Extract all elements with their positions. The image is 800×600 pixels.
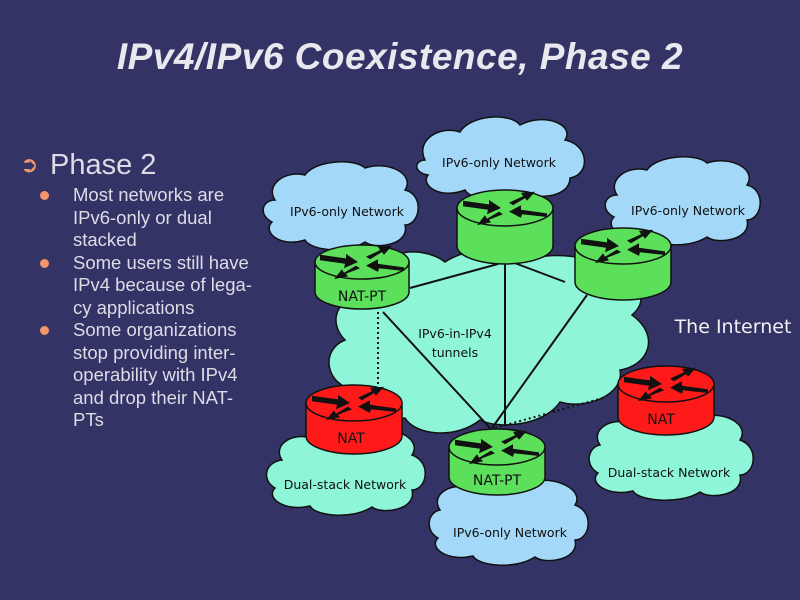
bullet-line: and drop their NAT- [73, 386, 234, 408]
cloud-dualstack-right: Dual-stack Network [588, 410, 754, 501]
cloud-ipv6-left: IPv6-only Network [262, 161, 419, 251]
router-nat-left: NAT [305, 384, 403, 455]
cloud-label: IPv6-only Network [631, 203, 746, 218]
bullet-line: cy applications [73, 296, 195, 318]
cloud-ipv6-top: IPv6-only Network [416, 116, 586, 201]
bullet-item: Some organizations stop providing inter-… [20, 319, 280, 432]
tunnels-label: tunnels [432, 345, 478, 360]
bullet-line: stacked [73, 229, 137, 250]
bullet-line: PTs [73, 409, 104, 430]
bullet-heading: ➲ Phase 2 [20, 148, 280, 182]
cloud-label: IPv6-only Network [290, 204, 405, 219]
bullet-line: Some users still have [73, 251, 249, 273]
slide-title: IPv4/IPv6 Coexistence, Phase 2 [116, 36, 684, 77]
internet-label: The Internet [674, 316, 792, 338]
bullet-line: Some organizations [73, 319, 237, 340]
cloud-label: IPv6-only Network [453, 525, 568, 540]
router-natpt-bottom: NAT-PT [448, 428, 546, 496]
bullet-line: IPv4 because of lega- [73, 274, 252, 295]
bullet-dot-icon [40, 326, 49, 335]
cloud-label: Dual-stack Network [284, 477, 407, 492]
svg-text:NAT-PT: NAT-PT [473, 473, 522, 489]
router-top [456, 189, 554, 265]
cloud-label: IPv6-only Network [442, 155, 557, 170]
bullet-line: operability with IPv4 [73, 364, 238, 385]
cloud-label: Dual-stack Network [608, 465, 731, 480]
bullet-list: ➲ Phase 2 Most networks are IPv6-only or… [20, 148, 280, 432]
bullet-item: Most networks are IPv6-only or dual stac… [20, 184, 280, 252]
bullet-heading-text: Phase 2 [50, 149, 157, 181]
bullet-item: Some users still have IPv4 because of le… [20, 252, 280, 320]
router-natpt-left: NAT-PT [314, 244, 410, 310]
svg-text:NAT: NAT [337, 431, 365, 447]
bullet-line: Most networks are [73, 184, 225, 205]
svg-text:NAT: NAT [647, 412, 675, 428]
cloud-ipv6-right: IPv6-only Network [604, 156, 761, 246]
bullet-dot-icon [40, 191, 49, 200]
tunnel-lines [377, 261, 604, 429]
tunnels-label: IPv6-in-IPv4 [418, 326, 492, 341]
bullet-line: stop providing inter- [73, 341, 236, 363]
router-nat-right: NAT [617, 365, 715, 436]
bullet-line: IPv6-only or dual [73, 206, 212, 228]
svg-text:NAT-PT: NAT-PT [338, 289, 387, 305]
router-right [574, 227, 672, 301]
bullet-dot-icon [40, 258, 49, 268]
arrow-circle-icon: ➲ [20, 152, 39, 177]
